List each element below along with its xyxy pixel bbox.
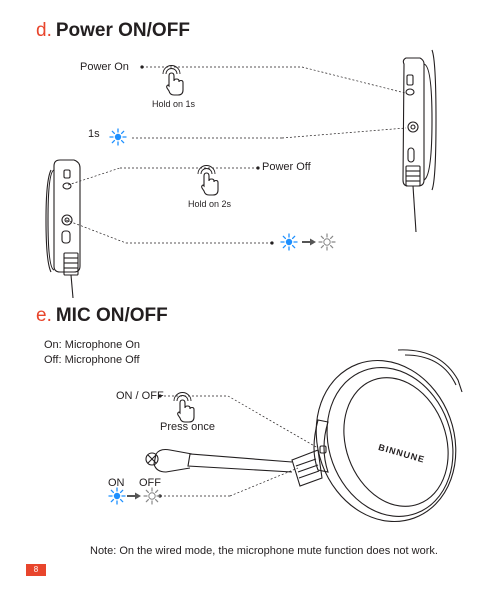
blue-led-icon <box>109 488 125 504</box>
arrow-right-icon <box>127 493 141 500</box>
hand-press-icon <box>174 393 194 423</box>
hand-press-icon <box>163 66 183 96</box>
headset-side-view-right <box>403 50 436 232</box>
section-d-leader-lines <box>66 67 406 243</box>
headset-side-view-left <box>46 160 80 298</box>
blue-led-icon <box>110 129 126 145</box>
gray-led-icon <box>144 488 160 504</box>
gray-led-icon <box>319 234 335 250</box>
hand-press-icon <box>198 166 218 196</box>
arrow-right-icon <box>302 239 316 246</box>
headset-ear-cup-view <box>146 341 478 542</box>
blue-led-icon <box>281 234 297 250</box>
